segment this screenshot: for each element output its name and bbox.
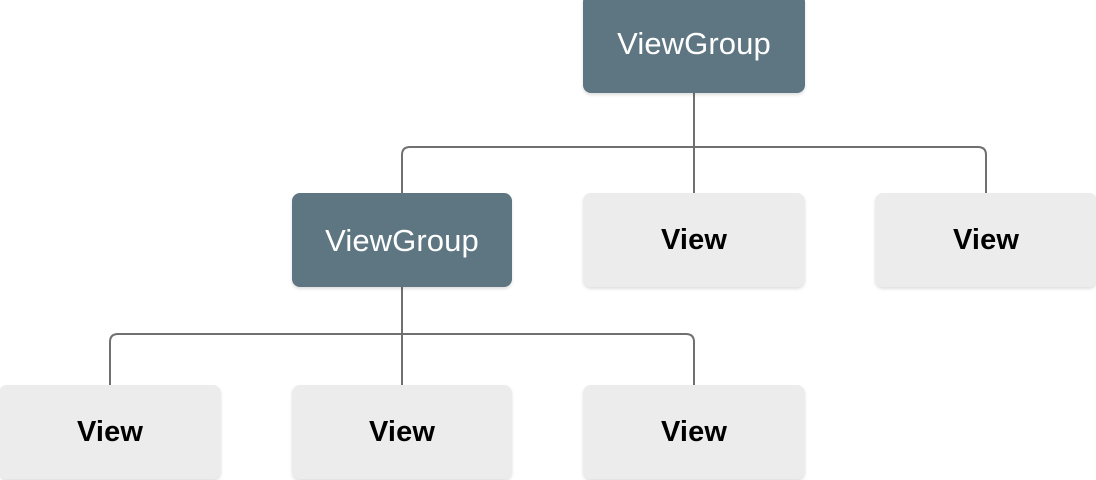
node-label: ViewGroup xyxy=(325,222,479,258)
node-root-viewgroup[interactable]: ViewGroup xyxy=(583,0,805,93)
node-level1-view-right[interactable]: View xyxy=(875,193,1096,287)
node-label: ViewGroup xyxy=(617,26,771,61)
node-level1-viewgroup[interactable]: ViewGroup xyxy=(292,193,512,287)
node-level2-view-left[interactable]: View xyxy=(0,385,221,479)
node-label: View xyxy=(661,223,727,256)
node-level2-view-center[interactable]: View xyxy=(292,385,512,479)
node-label: View xyxy=(77,415,143,448)
edge-bus xyxy=(401,146,987,193)
node-label: View xyxy=(661,415,727,448)
node-label: View xyxy=(953,223,1019,256)
edge-bus xyxy=(109,333,695,385)
node-level2-view-right[interactable]: View xyxy=(583,385,805,479)
node-label: View xyxy=(369,415,435,448)
node-level1-view-center[interactable]: View xyxy=(583,193,805,287)
